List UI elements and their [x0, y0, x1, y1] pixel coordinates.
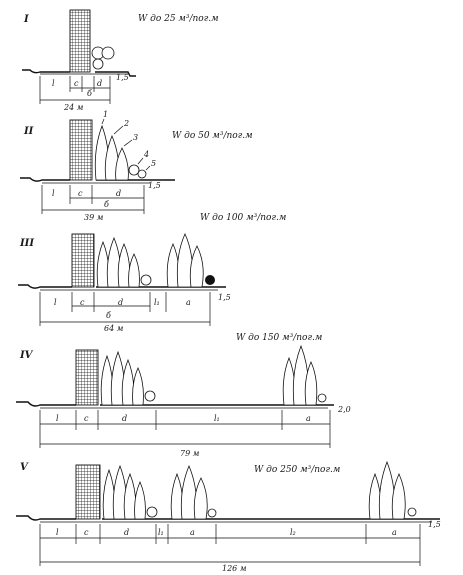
section-4-label-l: l: [56, 414, 59, 423]
section-1-dimension-lines: [39, 76, 111, 104]
section-5-label-l2: l₂: [290, 528, 296, 537]
section-2-label-d: d: [116, 189, 121, 198]
section-3-tree-3: [117, 243, 131, 288]
section-2-label-depth: 1,5: [148, 181, 161, 190]
section-5-shrub-2: [207, 508, 217, 518]
section-1-label-l: l: [52, 79, 55, 88]
section-4-dimension-lines: [39, 410, 331, 448]
section-4-snow-fence: [75, 349, 99, 406]
section-2-number-1: 1: [103, 110, 108, 119]
section-4-shrub-1: [144, 390, 156, 402]
section-5-dimension-lines: [39, 524, 421, 566]
section-1-roman: I: [23, 14, 29, 25]
section-1-label-b: б: [87, 89, 92, 98]
section-1-shrub-3: [92, 58, 104, 70]
section-3-label-l: l: [54, 298, 57, 307]
section-5-label-l1: l₁: [158, 528, 164, 537]
section-2-total-width: 39 м: [84, 213, 104, 222]
section-5-label-a-2: a: [392, 528, 397, 537]
section-2-label-l: l: [52, 189, 55, 198]
section-2-label-c: c: [78, 189, 83, 198]
section-5-shrub-3: [407, 507, 417, 517]
section-5-snow-fence: [75, 464, 101, 520]
section-2-pointer-lines: [101, 118, 151, 171]
section-4-tree-5: [282, 356, 296, 406]
section-5-tree-10: [391, 473, 406, 520]
section-2-title: W до 50 м³/пог.м: [172, 131, 253, 141]
section-5-roman: V: [20, 462, 29, 473]
section-5-label-d: d: [124, 528, 129, 537]
section-3-snow-fence: [71, 233, 95, 288]
section-3-label-c: c: [80, 298, 85, 307]
section-5-label-c: c: [84, 528, 89, 537]
section-4-shrub-2: [317, 393, 327, 403]
section-5-tree-8: [368, 472, 382, 520]
section-1-ground: [22, 69, 136, 77]
section-3-tree-5: [166, 243, 180, 288]
section-2-number-3: 3: [133, 133, 138, 142]
section-2: II W до 50 м³/пог.м 1 2 3 4 5 l c d б 1,…: [20, 110, 253, 222]
section-3-label-l1: l₁: [154, 298, 160, 307]
section-3: III W до 100 м³/пог.м l c d l₁ a б 1,5 6…: [18, 213, 286, 333]
section-2-shrub-4: [128, 164, 140, 176]
section-5: V W до 250 м³/пог.м l c d l₁ a l₂ a 1,5 …: [16, 460, 441, 573]
section-1-total-width: 24 м: [63, 103, 84, 112]
section-3-label-b: б: [106, 311, 111, 320]
section-1: I W до 25 м³/пог.м l c d б 1,5 24 м: [22, 9, 219, 112]
section-4-label-a: a: [306, 414, 311, 423]
section-5-title: W до 250 м³/пог.м: [254, 465, 340, 475]
section-2-shrub-5: [137, 169, 147, 179]
section-4-tree-3: [121, 358, 135, 406]
section-3-label-d: d: [118, 298, 123, 307]
section-2-snow-fence: [69, 119, 93, 181]
section-2-number-2: 2: [123, 119, 129, 128]
section-5-shrub-1: [146, 506, 158, 518]
section-3-label-a: a: [186, 298, 191, 307]
section-4-tree-4: [132, 367, 144, 406]
section-2-number-5: 5: [151, 159, 156, 168]
section-1-title: W до 25 м³/пог.м: [138, 14, 219, 24]
section-3-dimension-lines: [39, 292, 211, 326]
section-4-label-c: c: [84, 414, 89, 423]
section-1-snow-fence: [69, 9, 91, 73]
section-4-title: W до 150 м³/пог.м: [236, 333, 322, 343]
section-4-roman: IV: [19, 350, 34, 361]
section-4: IV W до 150 м³/пог.м l c d l₁ a 2,0 79 м: [16, 333, 351, 458]
section-5-label-depth: 1,5: [428, 520, 441, 529]
section-1-label-c: c: [74, 79, 79, 88]
section-5-label-a-1: a: [190, 528, 195, 537]
section-2-number-4: 4: [143, 150, 149, 159]
section-2-dimension-lines: [41, 185, 145, 214]
section-1-label-depth: 1,5: [116, 73, 129, 82]
section-3-tree-7: [189, 245, 204, 288]
section-2-label-b: б: [104, 200, 109, 209]
section-5-tree-4: [134, 481, 146, 520]
section-4-total-width: 79 м: [180, 449, 200, 458]
section-3-title: W до 100 м³/пог.м: [200, 213, 286, 223]
section-3-total-width: 64 м: [104, 324, 124, 333]
section-5-label-l: l: [56, 528, 59, 537]
section-5-total-width: 126 м: [222, 564, 247, 573]
section-5-tree-3: [123, 472, 137, 520]
section-1-label-d: d: [97, 79, 102, 88]
section-5-tree-7: [193, 477, 208, 520]
section-5-tree-5: [170, 472, 184, 520]
section-4-label-depth: 2,0: [337, 405, 351, 414]
section-2-roman: II: [23, 126, 34, 137]
section-4-label-l1: l₁: [214, 414, 220, 423]
section-3-shrub-1: [140, 274, 152, 286]
section-3-tree-4: [128, 253, 140, 288]
section-4-tree-7: [304, 361, 318, 406]
section-3-shrub-dark: [205, 275, 215, 285]
section-4-label-d: d: [122, 414, 127, 423]
section-2-tree-3: [115, 147, 129, 181]
section-1-shrub-2: [101, 46, 115, 60]
section-3-label-depth: 1,5: [218, 293, 231, 302]
section-3-roman: III: [19, 238, 34, 249]
